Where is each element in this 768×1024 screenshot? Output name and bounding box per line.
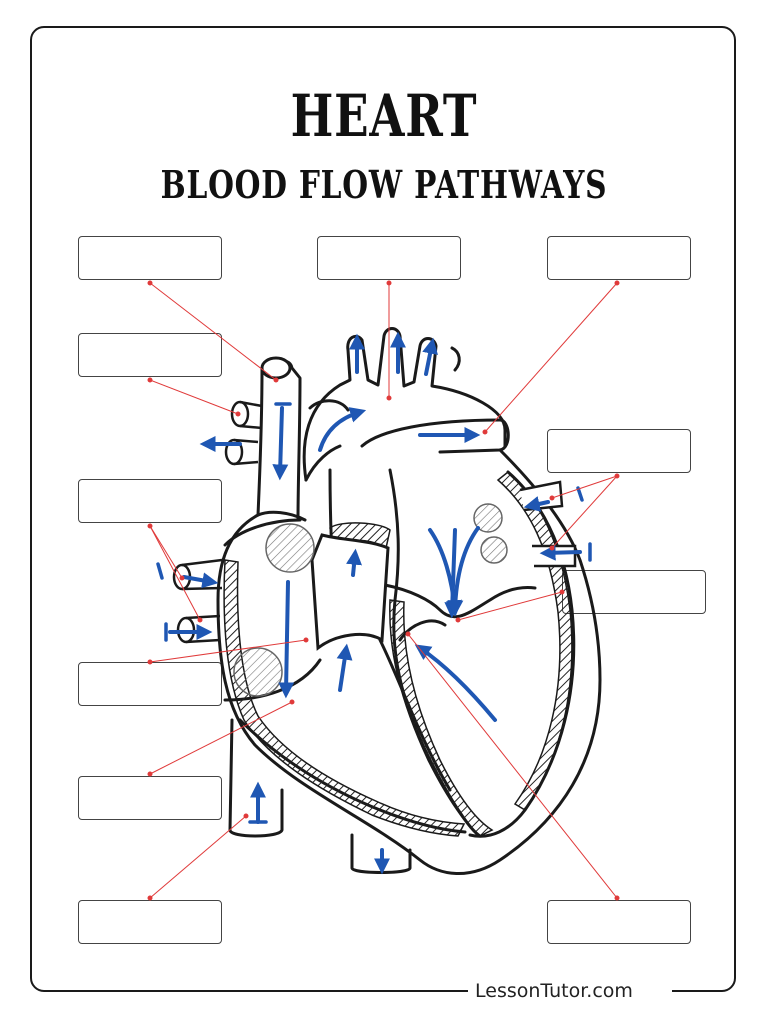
pulmonary-trunk — [310, 533, 390, 651]
page-title: HEART — [290, 82, 478, 150]
page-border — [30, 26, 736, 992]
valve-circle-lower-left — [233, 647, 283, 697]
footer-line-right — [672, 990, 708, 992]
leader-lines — [147, 280, 620, 901]
page-subtitle: BLOOD FLOW PATHWAYS — [160, 162, 608, 207]
label-box-right-2[interactable] — [547, 429, 691, 473]
heart-outline — [216, 327, 602, 875]
label-box-bottom-right[interactable] — [547, 900, 691, 944]
footer: LessonTutor.com — [455, 978, 685, 1006]
label-box-top-left[interactable] — [78, 236, 222, 280]
footer-line-left — [448, 990, 468, 992]
valve-circle-upper-right — [473, 503, 503, 533]
label-box-top-center[interactable] — [317, 236, 461, 280]
flow-arrow-tails — [156, 402, 592, 824]
label-box-left-2[interactable] — [78, 333, 222, 377]
valve-circle-right — [480, 536, 508, 564]
right-ventricle-wall — [223, 559, 466, 837]
blood-flow-arrows — [168, 331, 582, 875]
label-box-left-3[interactable] — [78, 479, 222, 523]
label-box-top-right[interactable] — [547, 236, 691, 280]
valve-circle-upper-left — [265, 523, 315, 573]
footer-site-name: LessonTutor.com — [475, 980, 633, 1002]
septum-wall — [389, 599, 494, 837]
